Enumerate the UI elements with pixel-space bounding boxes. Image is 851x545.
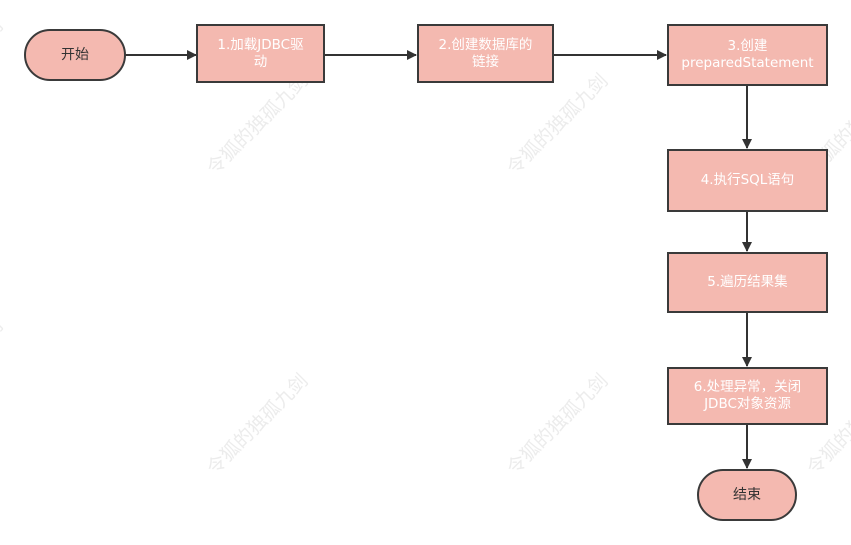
step6-label: 6.处理异常，关闭 JDBC对象资源 [693, 379, 802, 412]
step1-load-driver-node: 1.加载JDBC驱 动 [196, 24, 325, 83]
step4-execute-sql-node: 4.执行SQL语句 [667, 149, 828, 212]
step5-iterate-resultset-node: 5.遍历结果集 [667, 252, 828, 313]
step6-handle-close-node: 6.处理异常，关闭 JDBC对象资源 [667, 367, 828, 425]
step5-label: 5.遍历结果集 [707, 274, 788, 290]
step1-label: 1.加载JDBC驱 动 [217, 36, 304, 70]
start-node: 开始 [24, 29, 126, 81]
step2-create-connection-node: 2.创建数据库的 链接 [417, 24, 554, 83]
step4-label: 4.执行SQL语句 [700, 172, 795, 188]
start-node-label: 开始 [61, 46, 89, 63]
step2-label: 2.创建数据库的 链接 [438, 36, 533, 70]
step3-create-statement-node: 3.创建 preparedStatement [667, 24, 828, 86]
end-node-label: 结束 [733, 486, 761, 503]
step3-label: 3.创建 preparedStatement [681, 38, 814, 71]
end-node: 结束 [697, 469, 797, 521]
